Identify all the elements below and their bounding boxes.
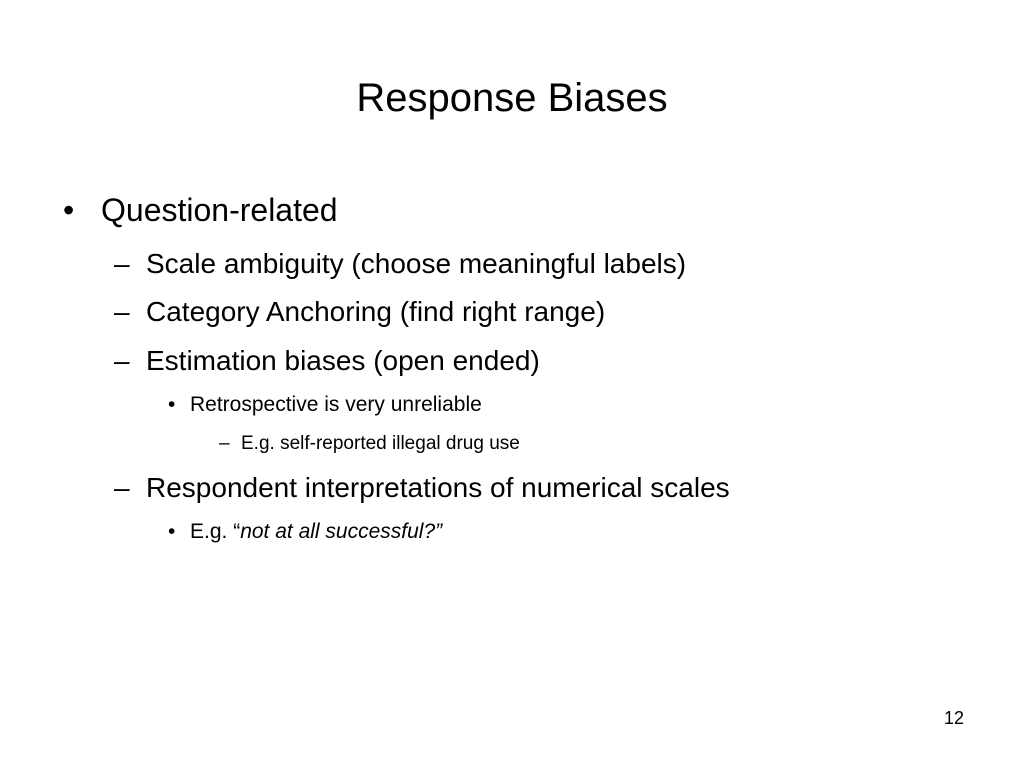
- dash-marker: –: [114, 296, 130, 327]
- subbullet-respondent-interpretations: – Respondent interpretations of numerica…: [114, 471, 730, 505]
- bullet-question-related: • Question-related: [63, 191, 338, 229]
- subbullet-category-anchoring: – Category Anchoring (find right range): [114, 295, 606, 329]
- item-text-prefix: E.g. “: [190, 520, 241, 543]
- subbullet-scale-ambiguity: – Scale ambiguity (choose meaningful lab…: [114, 247, 687, 281]
- bullet-marker: •: [168, 520, 176, 543]
- item-text: Retrospective is very unreliable: [190, 393, 482, 416]
- bullet-marker: •: [63, 192, 75, 228]
- subbullet-text: Category Anchoring (find right range): [146, 296, 606, 327]
- dash-marker: –: [114, 472, 130, 503]
- item-text-quote: not at all successful?”: [240, 520, 443, 543]
- bullet-marker: •: [168, 393, 176, 416]
- subbullet-text: Estimation biases (open ended): [146, 345, 540, 376]
- item-retrospective: • Retrospective is very unreliable: [168, 392, 482, 418]
- item-drug-use-example: – E.g. self-reported illegal drug use: [219, 432, 520, 455]
- subbullet-text: Respondent interpretations of numerical …: [146, 472, 730, 503]
- bullet-text: Question-related: [101, 192, 338, 228]
- subbullet-estimation-biases: – Estimation biases (open ended): [114, 344, 540, 378]
- item-text: E.g. self-reported illegal drug use: [241, 433, 520, 454]
- slide-title: Response Biases: [356, 76, 668, 120]
- dash-marker: –: [219, 433, 230, 454]
- subbullet-text: Scale ambiguity (choose meaningful label…: [146, 248, 687, 279]
- dash-marker: –: [114, 248, 130, 279]
- page-number: 12: [943, 708, 964, 728]
- dash-marker: –: [114, 345, 130, 376]
- item-successful-example: • E.g. “not at all successful?”: [168, 519, 443, 545]
